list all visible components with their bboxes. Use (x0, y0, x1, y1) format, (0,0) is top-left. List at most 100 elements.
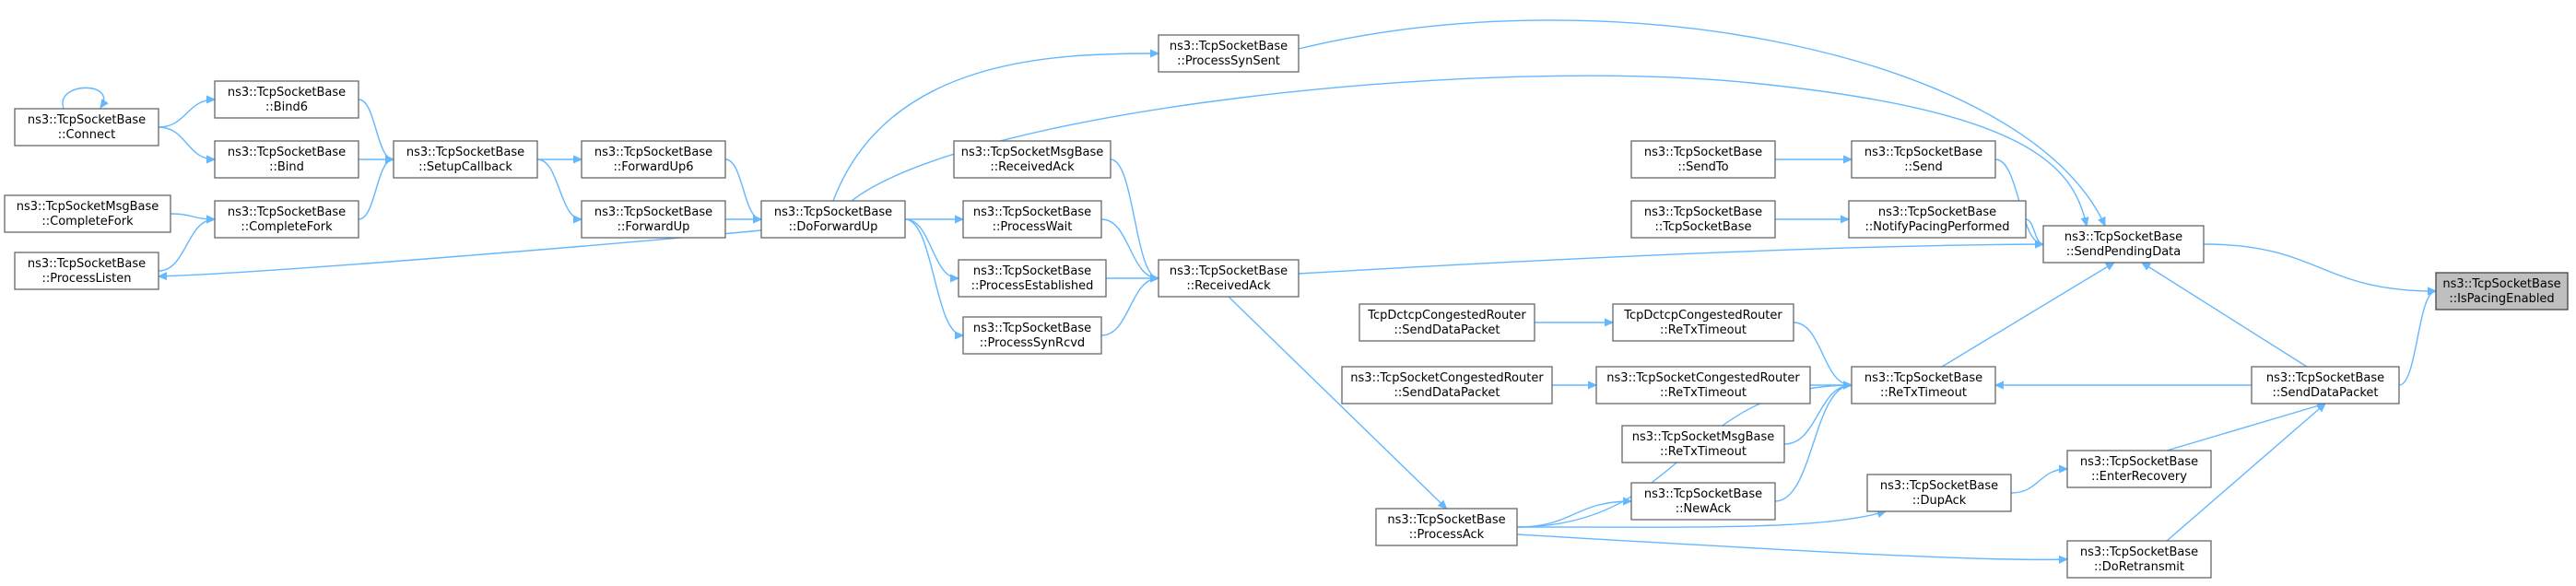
node-box (1630, 200, 1776, 239)
node-cong-retx[interactable]: ns3::TcpSocketCongestedRouter::ReTxTimeo… (1595, 366, 1811, 404)
node-label-line2: ::CompleteFork (41, 215, 134, 229)
node-label-line2: ::ReceivedAck (1186, 279, 1271, 293)
node-newack[interactable]: ns3::TcpSocketBase::NewAck (1630, 482, 1776, 521)
node-label-line2: ::ReTxTimeout (1880, 386, 1967, 400)
node-box (14, 108, 159, 146)
node-box (1630, 482, 1776, 521)
node-retx[interactable]: ns3::TcpSocketBase::ReTxTimeout (1851, 366, 1996, 404)
node-label-line1: ns3::TcpSocketCongestedRouter (1606, 371, 1800, 385)
node-label-line1: ns3::TcpSocketBase (228, 205, 346, 219)
node-sendpending[interactable]: ns3::TcpSocketBase::SendPendingData (2042, 225, 2205, 264)
node-label-line1: ns3::TcpSocketMsgBase (1632, 430, 1775, 444)
node-ispacing[interactable]: ns3::TcpSocketBase::IsPacingEnabled (2435, 272, 2569, 311)
edge-doforwardup-to-processsynrcvd (904, 218, 963, 335)
node-send[interactable]: ns3::TcpSocketBase::Send (1851, 140, 1996, 179)
edge-newack-to-retx (1774, 385, 1852, 502)
node-label-line1: ns3::TcpSocketBase (594, 146, 712, 159)
node-sendto[interactable]: ns3::TcpSocketBase::SendTo (1630, 140, 1776, 179)
edge-connect-to-connect (62, 87, 104, 110)
node-setupcallback[interactable]: ns3::TcpSocketBase::SetupCallback (393, 140, 538, 179)
edge-processack-to-doretransmit (1516, 533, 2067, 559)
node-label-line1: ns3::TcpSocketBase (973, 264, 1091, 278)
node-completefork[interactable]: ns3::TcpSocketBase::CompleteFork (214, 200, 359, 239)
edge-completefork_msg-to-completefork (170, 213, 215, 219)
node-receivedack-msg[interactable]: ns3::TcpSocketMsgBase::ReceivedAck (953, 140, 1112, 179)
node-box (14, 252, 159, 290)
node-processsynrcvd[interactable]: ns3::TcpSocketBase::ProcessSynRcvd (962, 316, 1102, 355)
node-label-line1: ns3::TcpSocketBase (1644, 487, 1762, 501)
node-receivedack[interactable]: ns3::TcpSocketBase::ReceivedAck (1158, 259, 1300, 298)
edge-connect-to-bind6 (158, 100, 215, 128)
node-label-line2: ::ProcessAck (1409, 528, 1485, 542)
node-box (1848, 200, 2027, 239)
node-forwardup[interactable]: ns3::TcpSocketBase::ForwardUp (581, 200, 726, 239)
node-msg-retx[interactable]: ns3::TcpSocketMsgBase::ReTxTimeout (1621, 425, 1785, 463)
edge-processlisten-to-completefork (158, 219, 215, 272)
node-label-line1: ns3::TcpSocketBase (228, 86, 346, 100)
edge-senddatapacket-to-sendpending (2142, 263, 2308, 368)
node-label-line1: ns3::TcpSocketBase (1644, 205, 1762, 219)
node-dupack[interactable]: ns3::TcpSocketBase::DupAck (1866, 474, 2012, 512)
node-label-line2: ::Send (1904, 160, 1943, 174)
node-forwardup6[interactable]: ns3::TcpSocketBase::ForwardUp6 (581, 140, 726, 179)
node-cong-senddata[interactable]: ns3::TcpSocketCongestedRouter::SendDataP… (1341, 366, 1553, 404)
node-box (2042, 225, 2205, 264)
node-doretransmit[interactable]: ns3::TcpSocketBase::DoRetransmit (2066, 540, 2212, 579)
node-box (581, 200, 726, 239)
edge-msg_retx-to-retx (1783, 385, 1852, 445)
node-bind6[interactable]: ns3::TcpSocketBase::Bind6 (214, 80, 359, 119)
node-box (214, 80, 359, 119)
node-dctcp-retx[interactable]: TcpDctcpCongestedRouter::ReTxTimeout (1612, 303, 1794, 342)
node-label-line2: ::ProcessListen (41, 272, 131, 286)
node-label-line1: ns3::TcpSocketBase (1170, 264, 1288, 278)
node-box (1851, 366, 1996, 404)
node-box (1866, 474, 2012, 512)
node-label-line1: ns3::TcpSocketBase (2080, 545, 2198, 559)
node-box (581, 140, 726, 179)
edge-doforwardup-to-processsynsent (832, 53, 1159, 202)
node-label-line2: ::SendDataPacket (1394, 386, 1500, 400)
node-notifypacing[interactable]: ns3::TcpSocketBase::NotifyPacingPerforme… (1848, 200, 2027, 239)
node-tcpsocketbase[interactable]: ns3::TcpSocketBase::TcpSocketBase (1630, 200, 1776, 239)
node-bind[interactable]: ns3::TcpSocketBase::Bind (214, 140, 359, 179)
edge-processwait-to-receivedack (1100, 218, 1159, 278)
node-label-line1: ns3::TcpSocketBase (2442, 277, 2560, 291)
node-doforwardup[interactable]: ns3::TcpSocketBase::DoForwardUp (760, 200, 906, 239)
node-label-line1: ns3::TcpSocketBase (1387, 513, 1505, 527)
node-label-line2: ::NewAck (1676, 502, 1732, 516)
node-label-line2: ::ProcessSynSent (1177, 54, 1280, 68)
node-box (1851, 140, 1996, 179)
edge-processsynrcvd-to-receivedack (1100, 278, 1159, 336)
node-label-line2: ::Bind (269, 160, 304, 174)
node-completefork-msg[interactable]: ns3::TcpSocketMsgBase::CompleteFork (4, 194, 171, 233)
node-label-line2: ::IsPacingEnabled (2449, 292, 2554, 306)
node-box (760, 200, 906, 239)
node-label-line1: ns3::TcpSocketBase (1644, 146, 1762, 159)
node-box (962, 200, 1102, 239)
edge-receivedack_msg-to-receivedack (1110, 158, 1159, 278)
node-processlisten[interactable]: ns3::TcpSocketBase::ProcessListen (14, 252, 159, 290)
node-label-line1: ns3::TcpSocketBase (973, 205, 1091, 219)
node-label-line2: ::NotifyPacingPerformed (1865, 220, 2010, 234)
edge-sendpending-to-ispacing (2203, 243, 2436, 291)
node-senddatapacket[interactable]: ns3::TcpSocketBase::SendDataPacket (2251, 366, 2400, 404)
node-processack[interactable]: ns3::TcpSocketBase::ProcessAck (1375, 508, 1518, 546)
node-label-line1: ns3::TcpSocketBase (1880, 479, 1998, 493)
node-box (4, 194, 171, 233)
node-dctcp-senddata[interactable]: TcpDctcpCongestedRouter::SendDataPacket (1359, 303, 1535, 342)
edge-processack-to-newack (1516, 501, 1631, 528)
node-box (1621, 425, 1785, 463)
node-label-line2: ::ReTxTimeout (1660, 445, 1747, 459)
node-label-line2: ::DupAck (1912, 494, 1967, 508)
node-processwait[interactable]: ns3::TcpSocketBase::ProcessWait (962, 200, 1102, 239)
node-box (1359, 303, 1535, 342)
node-label-line2: ::ReceivedAck (990, 160, 1075, 174)
node-label-line1: ns3::TcpSocketBase (1878, 205, 1996, 219)
node-processestablished[interactable]: ns3::TcpSocketBase::ProcessEstablished (958, 259, 1107, 298)
node-processsynsent[interactable]: ns3::TcpSocketBase::ProcessSynSent (1158, 34, 1300, 73)
node-connect[interactable]: ns3::TcpSocketBase::Connect (14, 108, 159, 146)
edge-connect-to-bind (158, 126, 215, 159)
node-enterrecovery[interactable]: ns3::TcpSocketBase::EnterRecovery (2066, 450, 2212, 488)
node-label-line2: ::ProcessSynRcvd (980, 336, 1085, 350)
node-label-line1: ns3::TcpSocketBase (1864, 146, 1982, 159)
